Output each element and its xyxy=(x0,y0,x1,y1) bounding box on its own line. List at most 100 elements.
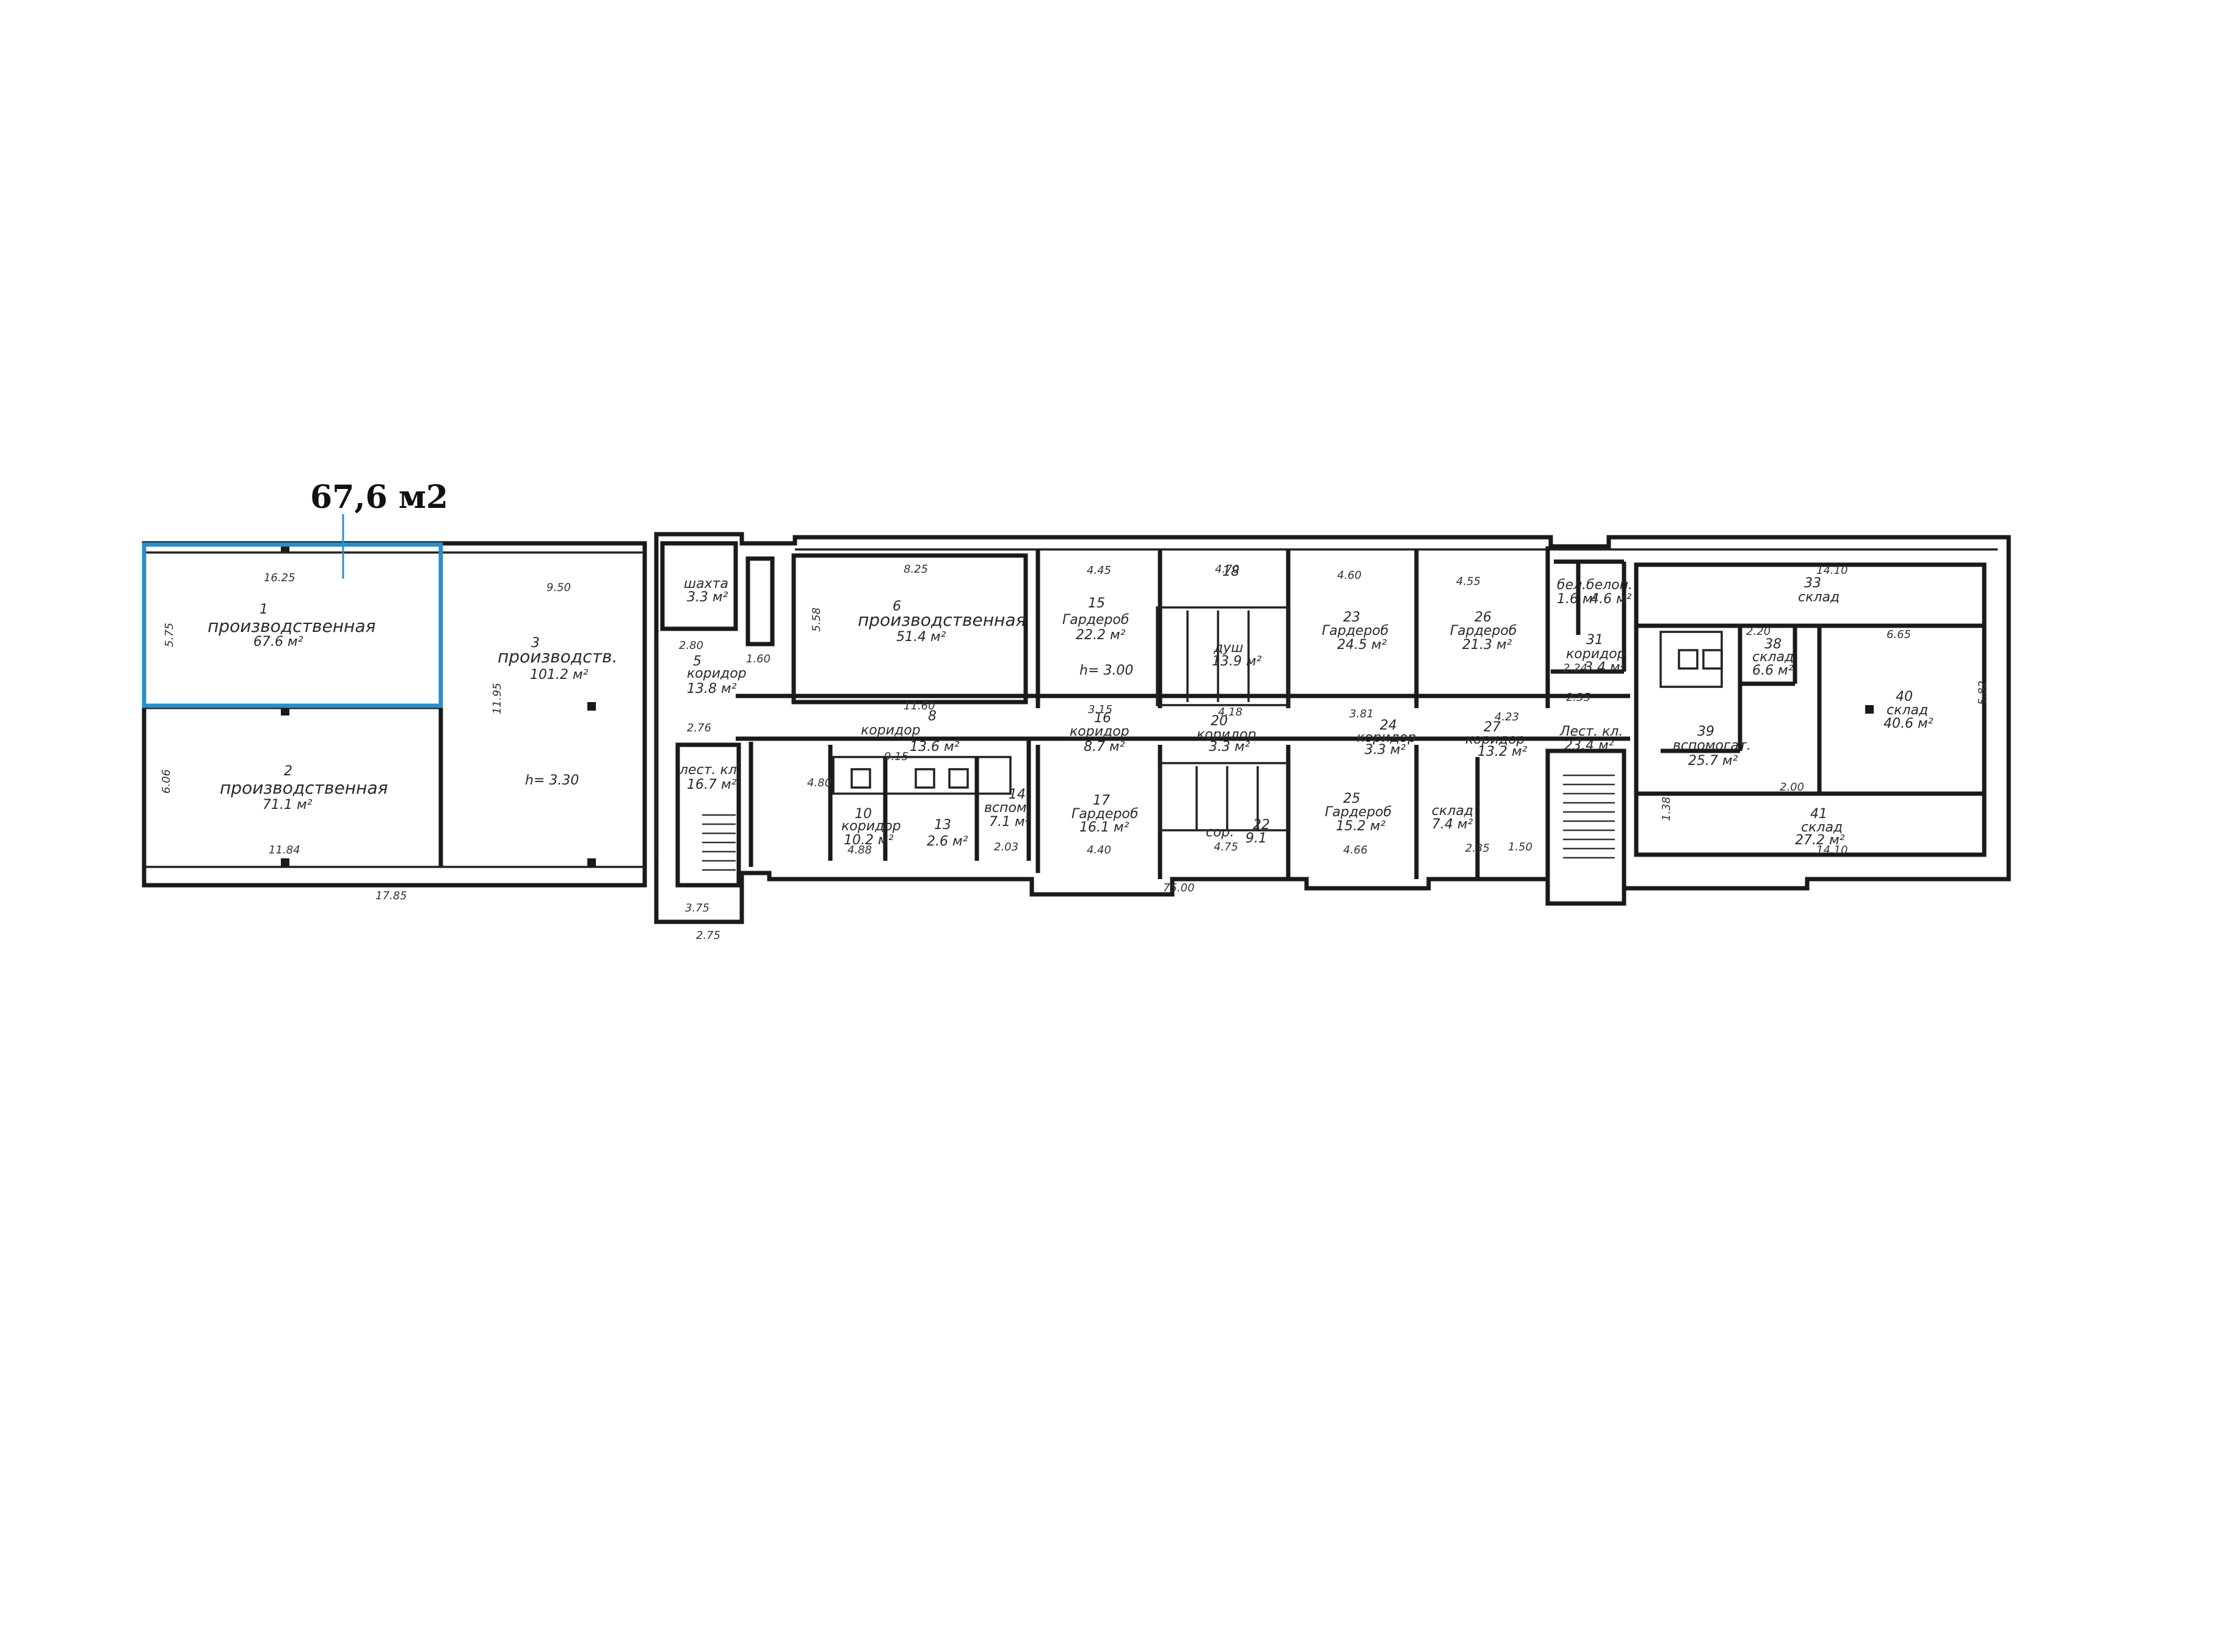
dim-3-81: 3.81 xyxy=(1349,708,1374,720)
room-1-name: производственная xyxy=(208,616,375,636)
room-32-name: белоп. xyxy=(1586,578,1633,593)
room-6-num: 6 xyxy=(893,599,901,614)
dim-stair-2: 2.75 xyxy=(696,929,720,942)
room-30-name: бел. xyxy=(1557,578,1586,593)
room-8-num: 8 xyxy=(928,709,937,724)
dim-4-75: 4.75 xyxy=(1214,841,1238,853)
dim-r3-width: 9.50 xyxy=(546,581,571,594)
dim-r6-width: 8.25 xyxy=(904,563,928,576)
dim-r39-width: 2.00 xyxy=(1780,781,1804,794)
room-6-name: производственная xyxy=(858,610,1026,630)
dim-r26-width: 4.55 xyxy=(1456,575,1481,588)
room-31-num: 31 xyxy=(1586,632,1603,648)
room-26-num: 26 xyxy=(1474,610,1492,625)
room-6-area: 51.4 м² xyxy=(896,629,946,645)
dim-2-35: 2.35 xyxy=(1566,691,1590,704)
room-3-area: 101.2 м² xyxy=(530,667,589,683)
room-2-area: 71.1 м² xyxy=(263,797,313,813)
room-17-name: Гардероб xyxy=(1071,806,1138,822)
room-41-num: 41 xyxy=(1810,806,1827,822)
room-24-name: коридор xyxy=(1357,730,1416,745)
dim-r1-width: 16.25 xyxy=(264,571,295,584)
room-38-area: 6.6 м² xyxy=(1752,663,1794,678)
room-3-num: 3 xyxy=(531,636,540,651)
room-10-name: коридор xyxy=(841,819,901,834)
room-5-num: 5 xyxy=(693,654,702,669)
dim-1-38: 1.38 xyxy=(1660,797,1673,821)
room-31-name: коридор xyxy=(1566,647,1626,662)
room-25-area: 15.2 м² xyxy=(1336,819,1386,834)
room-15-name: Гардероб xyxy=(1062,612,1129,628)
dimension-labels: 16.25 5.75 11.84 6.06 17.85 9.50 11.95 7… xyxy=(160,563,1989,942)
room-40-area: 40.6 м² xyxy=(1884,716,1934,731)
room-15-num: 15 xyxy=(1088,596,1105,611)
shower-stalls xyxy=(850,610,1723,830)
room-23-name: Гардероб xyxy=(1322,623,1388,639)
stair-treads xyxy=(702,774,1615,871)
dim-1-50: 1.50 xyxy=(1508,841,1532,853)
dim-corridor: 11.60 xyxy=(904,700,935,712)
room-30-area: 1.6 м² xyxy=(1557,592,1598,607)
room-7-area: 16.7 м² xyxy=(687,777,737,792)
room-13-area: 2.6 м² xyxy=(927,834,968,849)
room-39-name: вспомогат. xyxy=(1673,738,1751,753)
dim-2-54: 2.35 xyxy=(1465,842,1490,855)
room-22-area: 9.1 xyxy=(1245,831,1267,846)
dim-5-82: 5.82 xyxy=(1976,681,1989,705)
room-29-name: Лест. кл. xyxy=(1559,724,1623,739)
dim-2-24: 2.24 xyxy=(1563,662,1587,675)
room-38-name: склад xyxy=(1752,650,1794,665)
room-25-num: 25 xyxy=(1343,791,1360,806)
room-5-name: коридор xyxy=(687,666,747,681)
room-14-num: 14 xyxy=(1009,787,1026,802)
room-23-num: 23 xyxy=(1343,610,1360,625)
room-20-area: 3.3 м² xyxy=(1209,739,1250,755)
room-4-name: шахта xyxy=(684,576,728,592)
room-33-num: 33 xyxy=(1804,576,1821,591)
interior-walls xyxy=(660,541,1987,906)
room-40-name: склад xyxy=(1887,703,1928,718)
room-32-area: 4.6 м² xyxy=(1590,592,1632,607)
room-4-area: 3.3 м² xyxy=(687,590,728,605)
dim-4-18: 4.18 xyxy=(1218,706,1242,719)
room-2-num: 2 xyxy=(284,764,292,779)
dim-shaft: 2.80 xyxy=(679,639,703,652)
room-18-num: 18 xyxy=(1222,564,1239,579)
room-39-num: 39 xyxy=(1697,724,1714,739)
dim-2-20: 2.20 xyxy=(1746,625,1771,638)
room-labels: 1 производственная 67.6 м² 2 производств… xyxy=(208,564,1934,849)
dim-4-70: 4.70 xyxy=(1215,563,1239,576)
dim-r2-height: 6.06 xyxy=(160,769,173,794)
area-callout: 67,6 м2 xyxy=(310,479,448,516)
dim-r23-width: 4.60 xyxy=(1337,569,1361,582)
room-3-height: h= 3.30 xyxy=(525,773,579,788)
room-10-area: 10.2 м² xyxy=(844,833,894,848)
room-1-num: 1 xyxy=(259,602,268,617)
dim-4-23: 4.23 xyxy=(1495,711,1519,723)
room-3-name: производств. xyxy=(498,647,617,667)
dim-r1-height: 5.75 xyxy=(163,623,176,647)
room-16-num: 16 xyxy=(1094,711,1111,726)
dim-r25-width: 4.66 xyxy=(1343,844,1368,857)
room-13-num: 13 xyxy=(934,817,951,833)
room-28-area: 7.4 м² xyxy=(1432,817,1473,832)
room-8-name: коридор xyxy=(861,723,921,738)
room-14-area: 7.1 м² xyxy=(989,814,1031,830)
room-40-num: 40 xyxy=(1896,689,1913,705)
room-24-area: 3.3 м² xyxy=(1365,742,1406,758)
room-15-area: 22.2 м² xyxy=(1076,628,1126,643)
dim-r6-height: 5.58 xyxy=(810,607,823,632)
room-10-num: 10 xyxy=(855,806,872,822)
room-41-area: 27.2 м² xyxy=(1795,833,1845,848)
room-27-name: коридор xyxy=(1465,732,1525,747)
room-38-num: 38 xyxy=(1764,637,1782,652)
room-24-num: 24 xyxy=(1380,718,1397,733)
room-41-name: склад xyxy=(1801,820,1843,835)
dim-r33-width: 14.10 xyxy=(1816,564,1848,577)
room-29-area: 23.4 м² xyxy=(1564,738,1614,753)
room-1-area: 67.6 м² xyxy=(253,634,303,650)
dim-r3-height: 11.95 xyxy=(491,683,504,714)
dim-r2-width: 11.84 xyxy=(269,844,300,857)
room-23-area: 24.5 м² xyxy=(1337,637,1387,653)
highlight-room-1[interactable] xyxy=(142,514,443,708)
